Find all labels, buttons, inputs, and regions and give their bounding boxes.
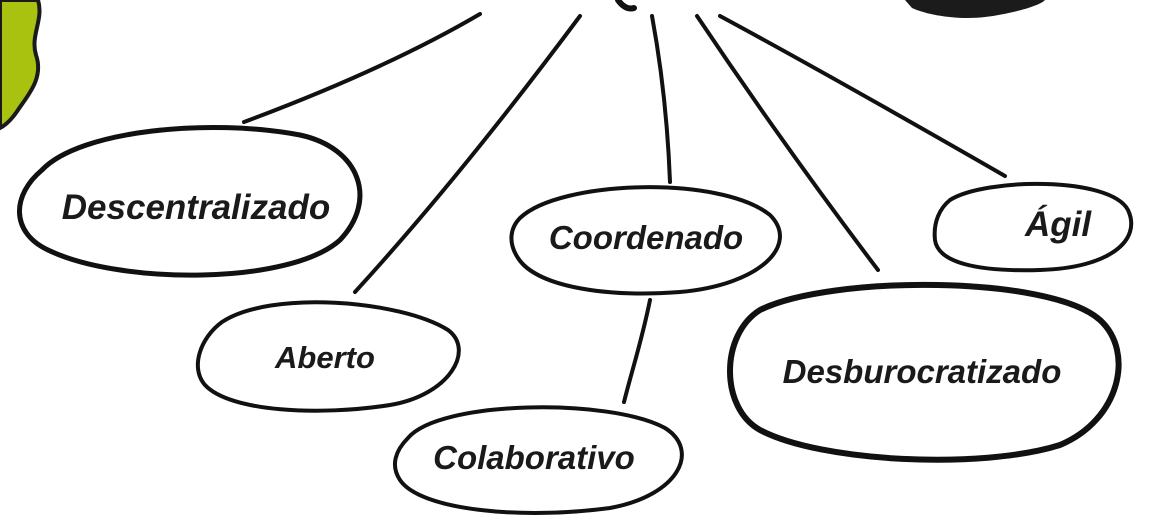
connector-desburocratizado [695,14,880,272]
ellipse-descentralizado [17,125,363,278]
node-agil: Ágil [932,181,1134,273]
dark-shape-decoration [905,0,1045,18]
ellipse-colaborativo [392,405,684,515]
connector-lines [242,12,1007,404]
ellipse-aberto [195,300,461,413]
label-descentralizado: Descentralizado [62,188,330,227]
node-desburocratizado: Desburocratizado [727,281,1122,463]
label-aberto: Aberto [274,340,375,375]
ellipse-desburocratizado [727,281,1122,463]
label-agil: Ágil [1024,205,1092,244]
connector-colaborativo [622,298,652,404]
connector-descentralizado [242,12,482,124]
node-descentralizado: Descentralizado [17,125,363,278]
node-aberto: Aberto [195,300,461,413]
connector-agil [718,14,1007,178]
connector-aberto [353,14,582,294]
node-coordenado: Coordenado [509,185,782,296]
ellipse-coordenado [509,185,782,296]
ellipse-agil [932,181,1134,273]
cut-glyph-decoration [615,0,637,12]
label-coordenado: Coordenado [549,219,743,256]
green-blob-decoration [0,0,42,131]
connector-coordenado [650,14,672,184]
label-colaborativo: Colaborativo [433,439,635,476]
label-desburocratizado: Desburocratizado [783,353,1062,390]
node-colaborativo: Colaborativo [392,405,684,515]
